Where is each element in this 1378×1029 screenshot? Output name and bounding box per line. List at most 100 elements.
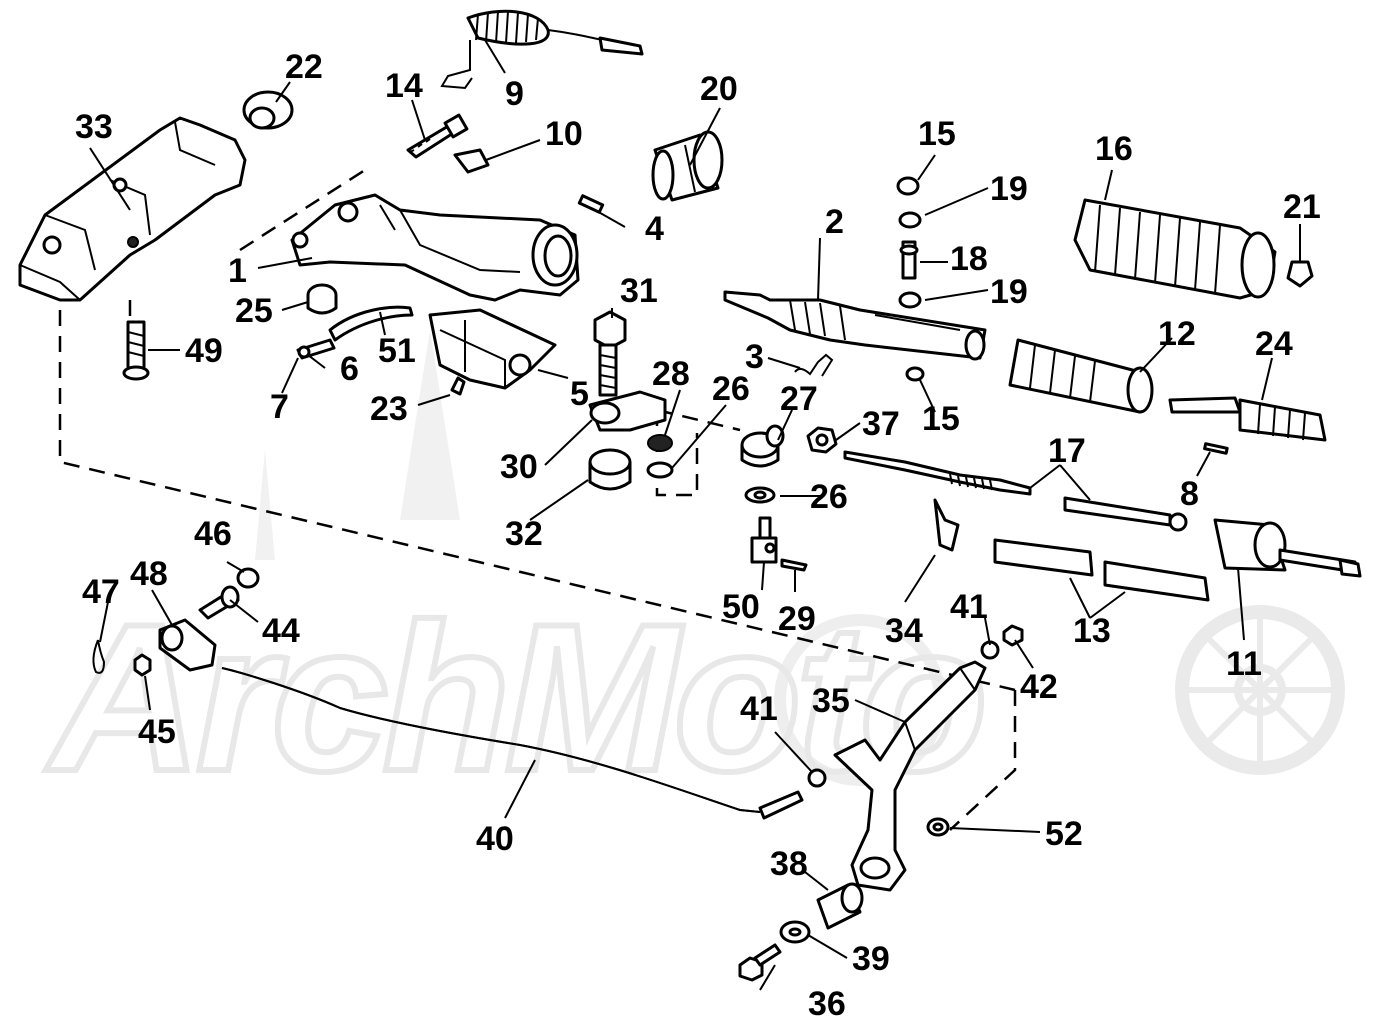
callout-15b: 15	[922, 400, 960, 438]
callout-22: 22	[285, 48, 323, 86]
part-51-wire	[328, 305, 414, 342]
callout-13: 13	[1073, 612, 1111, 650]
part-46-nut	[236, 567, 260, 589]
part-26b-washer	[744, 486, 776, 504]
callout-37: 37	[862, 405, 900, 443]
part-19a-nut	[898, 211, 922, 229]
callout-34: 34	[885, 612, 923, 650]
callout-20: 20	[700, 70, 738, 108]
callout-26a: 26	[712, 370, 750, 408]
callout-4: 4	[645, 210, 664, 248]
callout-47: 47	[82, 573, 120, 611]
callout-24: 24	[1255, 325, 1293, 363]
callout-28: 28	[652, 355, 690, 393]
part-25-bushing	[306, 283, 338, 315]
callout-44: 44	[262, 612, 300, 650]
part-11-cylinder	[1213, 518, 1362, 578]
callout-15a: 15	[918, 115, 956, 153]
callout-6: 6	[340, 350, 359, 388]
part-12-sleeve	[1008, 338, 1154, 414]
part-3-clip	[794, 353, 834, 377]
callout-27: 27	[780, 380, 818, 418]
part-16-grip	[1073, 198, 1277, 300]
callout-52: 52	[1045, 815, 1083, 853]
part-13-tubes	[993, 538, 1210, 602]
part-19b-nut	[898, 291, 922, 309]
callout-46: 46	[194, 515, 232, 553]
callout-23: 23	[370, 390, 408, 428]
callout-29: 29	[778, 600, 816, 638]
part-24-friction-screw	[1168, 396, 1327, 442]
part-38-bushing	[816, 882, 864, 930]
part-17-cable	[843, 450, 1188, 532]
callout-33: 33	[75, 108, 113, 146]
callout-18: 18	[950, 240, 988, 278]
part-37-nut	[806, 426, 838, 454]
callout-7: 7	[270, 388, 289, 426]
callout-19a: 19	[990, 170, 1028, 208]
callout-12: 12	[1158, 315, 1196, 353]
part-47-clip	[92, 639, 106, 674]
part-50-stud	[750, 516, 778, 564]
part-29-cotter	[780, 558, 808, 572]
part-49-bolt	[122, 320, 150, 381]
callout-8: 8	[1180, 475, 1199, 513]
callout-30: 30	[500, 448, 538, 486]
part-6-terminal	[296, 338, 336, 360]
leader-lines	[89, 39, 1301, 991]
callout-2: 2	[825, 203, 844, 241]
part-18-stud	[899, 240, 919, 280]
part-22-cap	[242, 90, 294, 130]
part-23-screw	[450, 376, 466, 396]
part-52-washer	[926, 817, 950, 837]
part-45-nut	[133, 653, 152, 677]
part-21-cap	[1286, 260, 1314, 288]
part-8-pin	[1203, 442, 1229, 455]
part-28-nut	[647, 434, 673, 452]
callout-1: 1	[228, 252, 247, 290]
part-34-clip	[933, 498, 960, 552]
callout-17: 17	[1048, 432, 1086, 470]
callout-48: 48	[130, 555, 168, 593]
part-35-lever	[833, 660, 987, 892]
callout-41b: 41	[740, 690, 778, 728]
callout-38: 38	[770, 845, 808, 883]
callout-11: 11	[1226, 645, 1262, 683]
part-40-rod	[221, 667, 804, 820]
assembly-dashed-lines	[58, 168, 1017, 831]
callout-labels: 1 2 3 4 5 6 7 8 9 10 11 12 13 14 15 15 1…	[75, 48, 1321, 1023]
callout-14: 14	[385, 67, 423, 105]
callout-3: 3	[745, 338, 764, 376]
callout-51: 51	[378, 332, 416, 370]
part-30-bracket	[588, 390, 667, 432]
part-15a-cap	[896, 176, 920, 196]
part-36-bolt	[738, 943, 782, 982]
part-15b-cap	[905, 366, 925, 382]
callout-10: 10	[545, 115, 583, 153]
callout-41a: 41	[950, 588, 988, 626]
watermark-text: ArchMoto	[45, 580, 982, 815]
callout-31: 31	[620, 272, 658, 310]
callout-40: 40	[476, 820, 514, 858]
callout-45: 45	[138, 713, 176, 751]
callout-42: 42	[1020, 668, 1058, 706]
callout-35: 35	[812, 682, 850, 720]
part-41b-nut	[807, 768, 827, 788]
callout-19b: 19	[990, 273, 1028, 311]
part-10-clip	[453, 148, 490, 174]
part-27-bushing	[740, 424, 785, 468]
part-39-washer	[779, 920, 811, 944]
part-33-bracket	[18, 116, 247, 302]
callout-5: 5	[570, 375, 589, 413]
part-26a-washer	[646, 461, 674, 479]
part-32-spacer	[588, 448, 632, 491]
part-14-bolt	[406, 113, 469, 159]
callout-49: 49	[185, 332, 223, 370]
part-2-shaft	[723, 290, 987, 361]
part-4-pin	[577, 194, 605, 214]
callout-9: 9	[505, 75, 524, 113]
callout-25: 25	[235, 292, 273, 330]
callout-16: 16	[1095, 130, 1133, 168]
part-1-tiller-arm	[290, 193, 580, 302]
